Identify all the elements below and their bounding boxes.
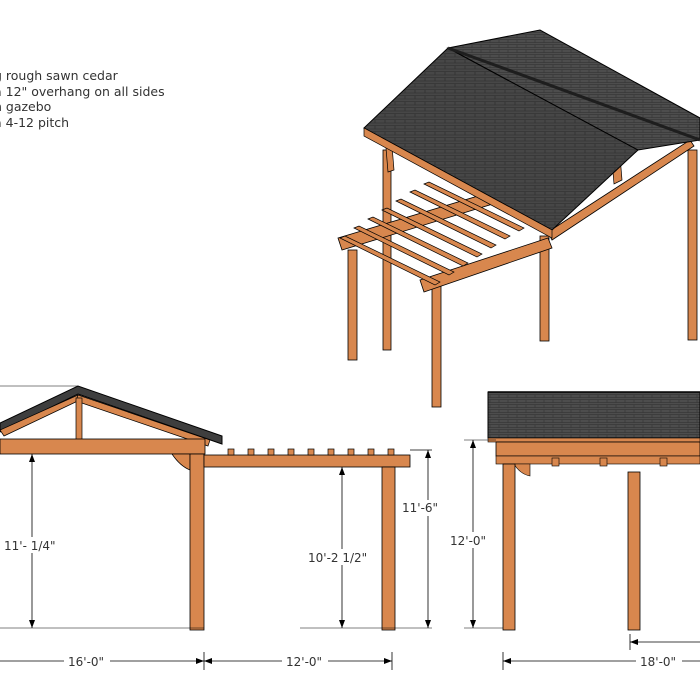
- note-overhang: a 12" overhang on all sides: [0, 83, 165, 99]
- side-post-gazebo: [189, 453, 205, 631]
- iso-post-front-left: [347, 249, 358, 361]
- side-dimension-arrows: [29, 450, 431, 664]
- end-dim-label-bg-2: [636, 655, 682, 669]
- side-dim-label-bg-1: [2, 537, 64, 553]
- iso-fascia: [363, 127, 553, 239]
- side-pergola-beam: [203, 454, 411, 468]
- side-dim-label-bg-4: [64, 655, 110, 669]
- side-dim-label-bg-5: [282, 655, 328, 669]
- side-tie-beam: [0, 438, 206, 455]
- side-king-post: [75, 397, 83, 441]
- dim-left-post-height: 11'- 1/4": [4, 539, 56, 553]
- iso-post-far-right: [687, 149, 698, 341]
- side-pergola-rafter-ends: [227, 448, 395, 456]
- end-elevation: 12'-0" 18'-0": [448, 391, 700, 670]
- iso-roof-right-plane: [446, 29, 700, 151]
- iso-pergola-beam-front: [419, 237, 553, 293]
- end-post-left: [502, 463, 516, 631]
- end-bracket-left: [513, 463, 531, 477]
- side-bracket: [171, 453, 191, 471]
- note-material: g rough sawn cedar: [0, 68, 118, 83]
- iso-post-back-left: [382, 149, 392, 351]
- iso-post-front-right: [431, 281, 442, 408]
- side-dim-label-bg-2: [306, 549, 376, 565]
- construction-notes: g rough sawn cedar a 12" overhang on all…: [0, 68, 230, 130]
- end-fascia: [487, 437, 700, 443]
- end-roof: [487, 391, 700, 439]
- dim-gazebo-width: 16'-0": [68, 655, 104, 669]
- end-rafter-ends: [551, 457, 668, 467]
- side-truss-right: [75, 394, 211, 447]
- end-beam: [495, 441, 700, 457]
- side-post-pergola: [381, 466, 396, 631]
- dim-pergola-overall-height: 11'-6": [402, 501, 438, 515]
- end-dimension-lines: [464, 439, 700, 670]
- side-elevation: 11'- 1/4" 10'-2 1/2" 11'-6" 16'-0" 12'-0…: [0, 385, 444, 670]
- end-lower-beam: [495, 455, 700, 465]
- dim-pergola-length: 12'-0": [286, 655, 322, 669]
- iso-roof-ridge: [447, 46, 700, 142]
- dim-end-view-width: 18'-0": [640, 655, 676, 669]
- end-post-center: [627, 471, 641, 631]
- iso-post-back-right: [539, 235, 550, 342]
- side-dimension-lines: [0, 385, 432, 670]
- dim-end-view-height: 12'-0": [450, 534, 486, 548]
- dim-pergola-post-height: 10'-2 1/2": [308, 551, 367, 565]
- note-type: n gazebo: [0, 99, 52, 114]
- end-dimension-arrows: [470, 440, 638, 664]
- side-dim-label-bg-3: [400, 500, 444, 516]
- note-pitch: a 4-12 pitch: [0, 114, 70, 130]
- isometric-view: [337, 29, 700, 408]
- side-truss-left: [0, 394, 83, 437]
- end-dim-label-bg-1: [448, 532, 494, 548]
